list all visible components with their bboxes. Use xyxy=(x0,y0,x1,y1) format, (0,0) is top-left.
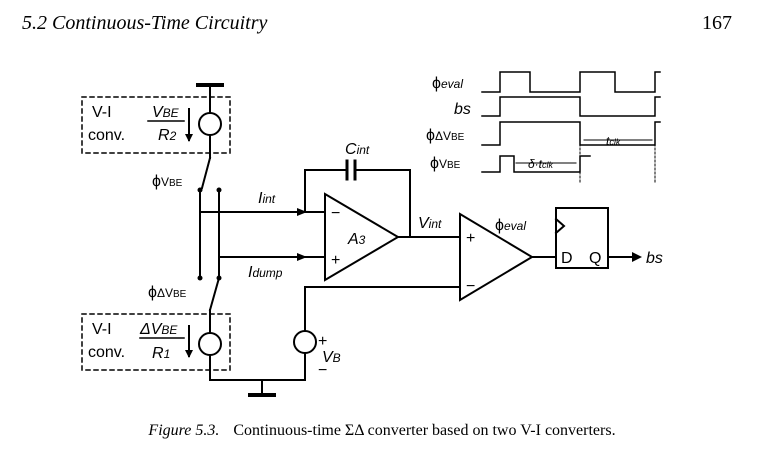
svg-text:Q: Q xyxy=(589,250,601,267)
svg-text:bs: bs xyxy=(454,101,471,118)
svg-text:Cint: Cint xyxy=(345,141,370,158)
svg-text:bs: bs xyxy=(646,250,663,267)
svg-text:ϕeval: ϕeval xyxy=(432,75,463,92)
vi-converter-bottom-box xyxy=(81,313,231,371)
svg-text:+: + xyxy=(318,333,327,350)
caption-text: Continuous-time ΣΔ converter based on tw… xyxy=(233,422,616,439)
svg-text:tclk: tclk xyxy=(606,134,621,148)
svg-text:ϕeval: ϕeval xyxy=(495,217,526,234)
vi-bot-label2: conv. xyxy=(88,344,125,361)
svg-text:Vint: Vint xyxy=(418,215,442,232)
vi-top-label1: V-I xyxy=(92,104,112,121)
page-number: 167 xyxy=(702,12,732,34)
running-header: 5.2 Continuous-Time Circuitry xyxy=(22,12,268,34)
phi-vbe-waveform xyxy=(481,155,591,173)
current-source-bottom xyxy=(198,332,222,356)
figure-label: Figure 5.3. xyxy=(148,422,220,439)
svg-text:δ·tclk: δ·tclk xyxy=(528,157,553,171)
svg-text:VB: VB xyxy=(322,349,341,366)
svg-text:+: + xyxy=(466,230,475,247)
d-flip-flop xyxy=(555,207,609,269)
svg-text:ϕVBE: ϕVBE xyxy=(152,173,183,190)
vi-top-label2: conv. xyxy=(88,127,125,144)
current-source-top xyxy=(198,112,222,136)
svg-text:ϕVBE: ϕVBE xyxy=(430,155,461,172)
svg-text:ϕΔVBE: ϕΔVBE xyxy=(148,284,187,301)
phi-dvbe-waveform xyxy=(481,121,661,146)
svg-text:Idump: Idump xyxy=(248,264,283,281)
svg-text:R2: R2 xyxy=(158,127,177,144)
svg-text:A3: A3 xyxy=(347,231,366,248)
svg-text:ΔVBE: ΔVBE xyxy=(139,321,178,338)
bs-waveform xyxy=(481,96,661,117)
phi-eval-waveform xyxy=(481,71,661,93)
svg-text:−: − xyxy=(318,362,327,379)
comparator xyxy=(459,212,534,302)
vi-converter-top-box xyxy=(81,96,231,154)
vi-bot-label1: V-I xyxy=(92,321,112,338)
voltage-source-vb xyxy=(293,330,317,354)
svg-text:−: − xyxy=(466,278,475,295)
svg-text:Iint: Iint xyxy=(258,190,276,207)
figure-caption: Figure 5.3. Continuous-time ΣΔ converter… xyxy=(0,422,764,440)
svg-text:−: − xyxy=(331,205,340,222)
svg-text:R1: R1 xyxy=(152,345,170,362)
svg-text:D: D xyxy=(561,250,573,267)
opamp-a3 xyxy=(324,192,400,282)
svg-text:VBE: VBE xyxy=(152,104,180,121)
svg-text:ϕΔVBE: ϕΔVBE xyxy=(426,127,465,144)
svg-text:+: + xyxy=(331,252,340,269)
